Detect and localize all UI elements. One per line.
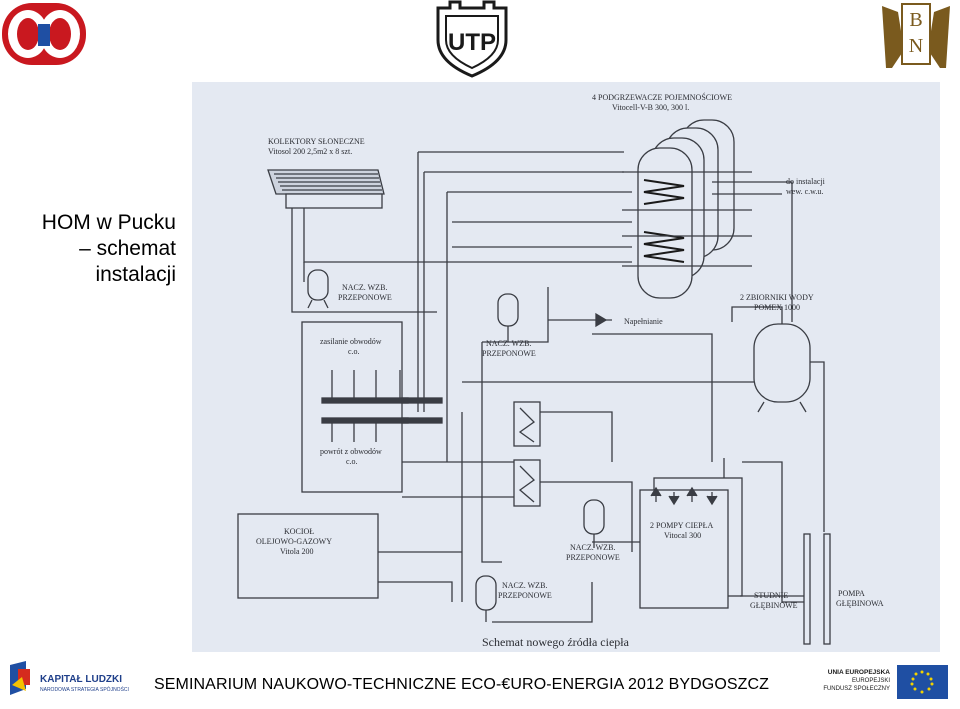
solar-collector-icon bbox=[267, 169, 385, 209]
eu-line-2: EUROPEJSKI bbox=[852, 678, 890, 684]
expansion-vessel-icon bbox=[497, 293, 519, 342]
water-tanks-label-2: POMEX 1000 bbox=[754, 303, 800, 312]
kapital-ludzki-logo: KAPITAŁ LUDZKI NARODOWA STRATEGIA SPÓJNO… bbox=[10, 661, 129, 695]
well-label-2: GŁĘBINOWE bbox=[750, 601, 798, 610]
diagram-caption: Schemat nowego źródła ciepła bbox=[482, 635, 630, 649]
collectors-label-2: Vitosol 200 2,5m2 x 8 szt. bbox=[268, 147, 352, 156]
expansion-vessel-icon bbox=[475, 575, 497, 622]
utp-logo-text: UTP bbox=[448, 29, 496, 56]
boiler-icon bbox=[237, 513, 379, 599]
deep-well-icon bbox=[803, 533, 831, 645]
boiler-label-1: KOCIOŁ bbox=[284, 527, 314, 536]
to-install-label-1: do instalacji bbox=[786, 177, 826, 186]
heat-pumps-label-1: 2 POMPY CIEPŁA bbox=[650, 521, 713, 530]
kapital-ludzki-subtitle: NARODOWA STRATEGIA SPÓJNOŚCI bbox=[40, 685, 129, 693]
bn-logo-b: B bbox=[909, 9, 922, 31]
installation-diagram: KOLEKTORY SŁONECZNE Vitosol 200 2,5m2 x … bbox=[192, 82, 940, 652]
return-label-2: c.o. bbox=[346, 457, 358, 466]
eu-flag-icon bbox=[897, 665, 948, 699]
water-tank-icon bbox=[711, 306, 825, 532]
utp-logo: UTP bbox=[436, 0, 508, 78]
collectors-label-1: KOLEKTORY SŁONECZNE bbox=[268, 137, 365, 146]
boiler-label-2: OLEJOWO-GAZOWY bbox=[256, 537, 332, 546]
expansion-vessel-icon bbox=[307, 269, 329, 309]
heaters-label-2: Vitocell-V-B 300, 300 l. bbox=[612, 103, 689, 112]
eu-title: UNIA EUROPEJSKA bbox=[828, 669, 891, 676]
exp-vessel-4-label-2: PRZEPONOWE bbox=[498, 591, 552, 600]
manifold-icon bbox=[321, 370, 443, 442]
footer-text: SEMINARIUM NAUKOWO-TECHNICZNE ECO-€URO-E… bbox=[154, 676, 770, 693]
exp-vessel-1-label-1: NACZ. WZB. bbox=[342, 283, 387, 292]
heaters-label-1: 4 PODGRZEWACZE POJEMNOŚCIOWE bbox=[592, 92, 732, 102]
supply-label-2: c.o. bbox=[348, 347, 360, 356]
bn-logo-n: N bbox=[909, 35, 923, 57]
deep-pump-label-1: POMPA bbox=[838, 589, 865, 598]
filling-arrow-icon bbox=[595, 312, 608, 328]
expansion-vessel-icon bbox=[583, 499, 605, 548]
footer-bar: KAPITAŁ LUDZKI NARODOWA STRATEGIA SPÓJNO… bbox=[10, 661, 948, 699]
kapital-ludzki-title: KAPITAŁ LUDZKI bbox=[40, 674, 122, 685]
slide-title: HOM w Pucku – schemat instalacji bbox=[14, 210, 176, 288]
filling-label: Napełnianie bbox=[624, 317, 663, 326]
storage-heater-icon bbox=[622, 119, 793, 322]
deep-pump-label-2: GŁĘBINOWA bbox=[836, 599, 884, 608]
slide-title-line-1: HOM w Pucku bbox=[41, 211, 176, 234]
exp-vessel-3-label-1: NACZ. WZB. bbox=[570, 543, 615, 552]
well-label-1: STUDNIE bbox=[754, 591, 788, 600]
slide-title-line-3: instalacji bbox=[95, 263, 176, 286]
exp-vessel-2-label-2: PRZEPONOWE bbox=[482, 349, 536, 358]
supply-label-1: zasilanie obwodów bbox=[320, 337, 382, 346]
eu-line-3: FUNDUSZ SPOŁECZNY bbox=[823, 686, 890, 692]
red-rings-logo bbox=[2, 3, 86, 65]
exp-vessel-1-label-2: PRZEPONOWE bbox=[338, 293, 392, 302]
exp-vessel-4-label-1: NACZ. WZB. bbox=[502, 581, 547, 590]
heat-pumps-label-2: Vitocal 300 bbox=[664, 531, 701, 540]
heat-exchanger-icon bbox=[513, 401, 541, 507]
slide-title-line-2: – schemat bbox=[79, 237, 176, 260]
exp-vessel-3-label-2: PRZEPONOWE bbox=[566, 553, 620, 562]
to-install-label-2: wew. c.w.u. bbox=[786, 187, 823, 196]
heat-pump-icon bbox=[639, 477, 743, 609]
boiler-label-3: Vitola 200 bbox=[280, 547, 314, 556]
return-label-1: powrót z obwodów bbox=[320, 447, 382, 456]
exp-vessel-2-label-1: NACZ. WZB. bbox=[486, 339, 531, 348]
bn-logo: B N bbox=[882, 3, 950, 68]
water-tanks-label-1: 2 ZBIORNIKI WODY bbox=[740, 293, 814, 302]
eu-logo: UNIA EUROPEJSKA EUROPEJSKI FUNDUSZ SPOŁE… bbox=[823, 665, 948, 699]
